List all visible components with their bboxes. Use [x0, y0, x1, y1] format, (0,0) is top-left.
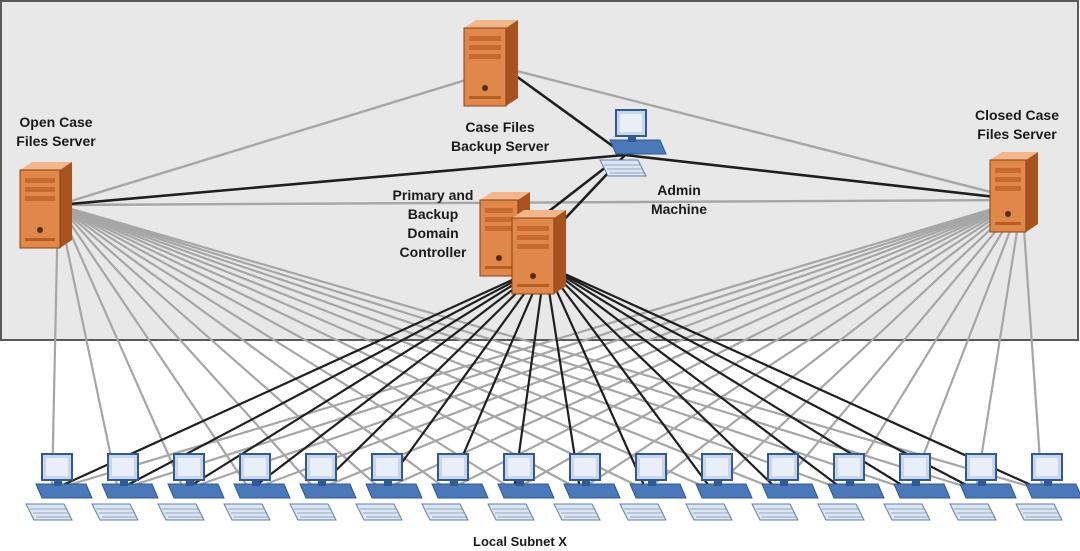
link-closed-to-client — [513, 199, 1023, 491]
closed-case-files-server-label: Closed Case Files Server — [974, 107, 1060, 142]
client-workstation-icon — [949, 453, 1017, 521]
link-open-to-client — [57, 203, 779, 492]
link-closed-to-client — [974, 199, 1024, 491]
link-open-to-client — [57, 203, 1043, 492]
link-dc-to-client — [315, 264, 546, 491]
link-open-to-client — [57, 204, 449, 491]
client-workstation-icon — [355, 453, 423, 521]
link-dc-to-client — [446, 264, 547, 491]
link-open-to-client — [57, 204, 647, 491]
client-workstation-icon — [223, 453, 291, 521]
link-open-to-client — [57, 204, 317, 491]
client-workstation-icon — [25, 453, 93, 521]
link-dc-to-client — [543, 264, 648, 491]
nodes — [19, 20, 1080, 521]
admin-machine-label: Admin Machine — [650, 182, 707, 217]
link-admin-to-open — [57, 153, 626, 207]
domain-controller-label: Primary and Backup Domain Controller — [392, 187, 474, 260]
link-backup-to-closed — [504, 66, 1023, 202]
client-workstation-icon — [619, 453, 687, 521]
link-dc-to-client — [544, 264, 911, 491]
link-closed-to-client — [381, 198, 1023, 492]
client-workstation-icon — [289, 453, 357, 521]
link-closed-to-client — [51, 198, 1023, 492]
client-workstation-icon — [91, 453, 159, 521]
link-open-to-client — [57, 204, 251, 491]
admin-machine-icon — [599, 109, 667, 177]
link-closed-to-client — [447, 199, 1023, 491]
domain-controller-backup-icon — [511, 210, 566, 295]
link-dc-to-client — [183, 264, 546, 491]
link-closed-to-client — [645, 199, 1023, 491]
client-workstation-icon — [883, 453, 951, 521]
link-dc-to-client — [544, 264, 779, 491]
client-workstation-icon — [553, 453, 621, 521]
link-open-to-client — [56, 204, 186, 491]
link-dc-to-client — [51, 263, 546, 492]
client-workstation-icon — [817, 453, 885, 521]
link-closed-to-client — [315, 198, 1023, 492]
link-dc-to-client — [249, 264, 546, 491]
link-dc-to-client — [544, 264, 977, 491]
link-dc-to-client — [544, 264, 845, 491]
client-workstation-icon — [487, 453, 555, 521]
link-closed-to-client — [777, 199, 1023, 491]
open-case-files-server-icon — [19, 162, 72, 249]
link-admin-to-closed — [624, 153, 1023, 202]
link-open-to-client — [50, 204, 60, 491]
link-dc-to-client — [512, 264, 547, 491]
gray-links — [50, 66, 1044, 492]
link-closed-to-client — [908, 199, 1024, 491]
link-open-to-client — [57, 204, 581, 491]
link-closed-to-client — [183, 198, 1023, 492]
link-closed-to-client — [711, 199, 1023, 491]
link-open-to-client — [57, 203, 845, 492]
link-closed-to-client — [117, 198, 1023, 492]
open-case-files-server-label: Open Case Files Server — [16, 114, 96, 149]
case-files-backup-server-icon — [463, 20, 518, 107]
link-dc-to-client — [544, 264, 713, 491]
closed-case-files-server-icon — [989, 152, 1038, 233]
link-open-to-client — [57, 204, 515, 491]
link-closed-to-client — [249, 198, 1023, 492]
link-closed-to-client — [843, 199, 1023, 491]
link-closed-to-client — [1020, 199, 1044, 491]
link-open-to-client — [57, 204, 383, 491]
link-open-to-closed — [57, 198, 1023, 207]
link-dc-to-client — [381, 264, 546, 491]
client-workstation-icon — [751, 453, 819, 521]
link-open-to-backup — [57, 66, 506, 207]
client-workstation-icon — [157, 453, 225, 521]
link-dc-to-client — [117, 264, 546, 491]
backup-server-label: Case Files Backup Server — [450, 119, 550, 154]
client-workstation-icon — [1015, 453, 1080, 521]
link-open-to-client — [56, 204, 120, 491]
link-admin-to-backup — [504, 66, 626, 157]
client-workstation-icon — [421, 453, 489, 521]
link-dc-to-client — [543, 264, 582, 491]
link-dc-to-client — [544, 263, 1043, 492]
link-closed-to-client — [579, 199, 1023, 491]
link-open-to-client — [57, 203, 713, 492]
client-workstation-icon — [685, 453, 753, 521]
link-open-to-client — [57, 203, 977, 492]
